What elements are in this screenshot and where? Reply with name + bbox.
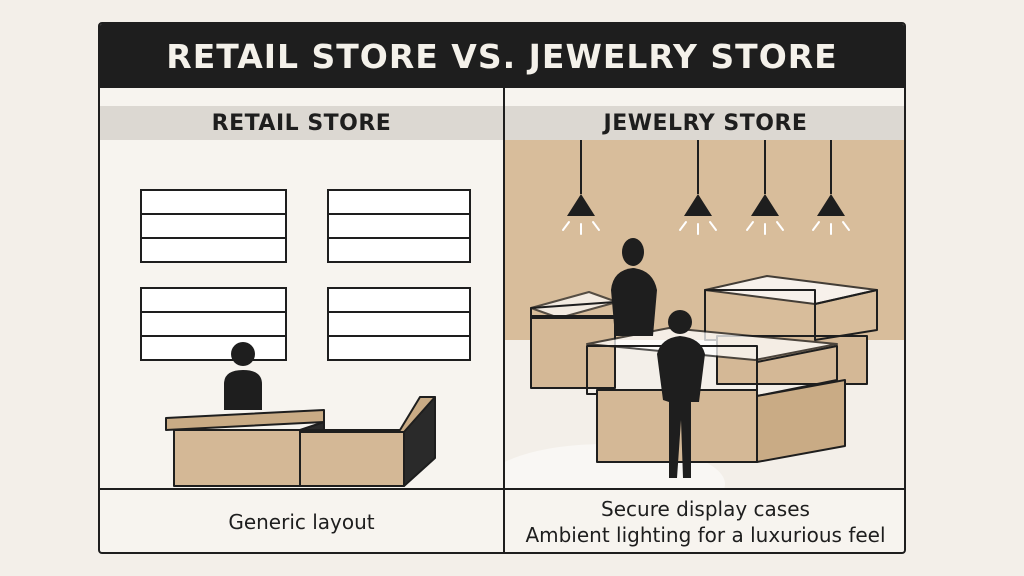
clerk-person-icon — [611, 238, 657, 336]
shelf-icon — [327, 189, 471, 263]
comparison-frame: RETAIL STORE VS. JEWELRY STORE RETAIL ST… — [98, 22, 906, 554]
jewelry-store-scene — [505, 140, 904, 488]
shelf-icon — [327, 287, 471, 361]
column-divider — [503, 88, 505, 552]
display-case-icon — [530, 291, 618, 389]
shelf-icon — [140, 189, 287, 263]
shelf-icon — [140, 287, 287, 361]
caption-line-2: Ambient lighting for a luxurious feel — [525, 523, 886, 547]
pendant-lamp-icon — [751, 194, 779, 216]
customer-person-icon — [657, 310, 705, 478]
caption-divider — [100, 488, 904, 490]
pendant-lamp-icon — [684, 194, 712, 216]
cashier-person-icon — [224, 342, 262, 410]
pendant-lamp-icon — [817, 194, 845, 216]
retail-store-scene — [100, 140, 503, 488]
checkout-counter-icon — [165, 396, 436, 487]
retail-store-heading: RETAIL STORE — [100, 106, 503, 140]
display-case-icon — [586, 327, 846, 463]
pendant-lamp-icon — [567, 194, 595, 216]
caption-line-1: Secure display cases — [601, 497, 810, 521]
caption-text: Generic layout — [228, 510, 375, 534]
page-title: RETAIL STORE VS. JEWELRY STORE — [100, 24, 904, 88]
retail-store-caption: Generic layout — [100, 490, 503, 552]
jewelry-store-caption: Secure display cases Ambient lighting fo… — [505, 490, 904, 552]
jewelry-store-heading: JEWELRY STORE — [505, 106, 904, 140]
